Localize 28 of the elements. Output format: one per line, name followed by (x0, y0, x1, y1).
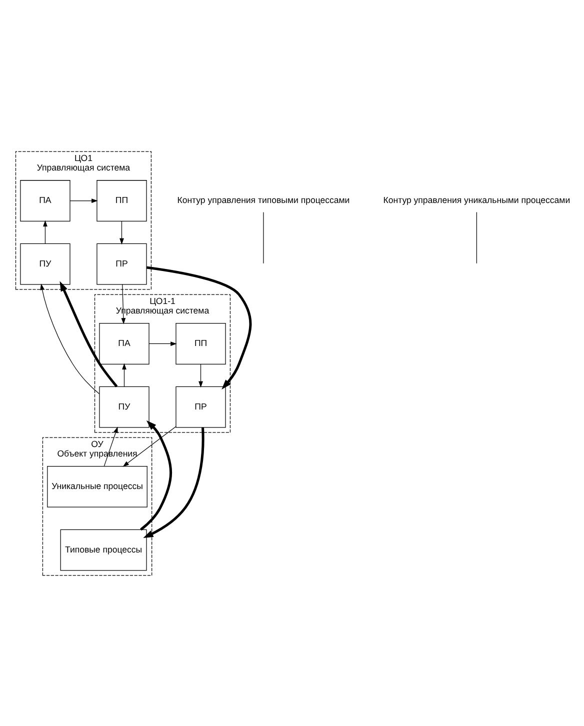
arrow (104, 426, 118, 466)
connector (263, 211, 264, 264)
arrow (40, 283, 100, 394)
node-box: ПА (20, 180, 70, 221)
node-box: ПА (99, 322, 150, 364)
node-box: Уникальные процессы (47, 466, 148, 507)
node-box: ПУ (20, 242, 70, 284)
node-box: ПП (96, 180, 147, 221)
node-text: Контур управления типовыми процессами (177, 194, 350, 205)
arrow (43, 220, 48, 244)
arrow (198, 363, 203, 388)
node-box: ПП (176, 322, 226, 364)
arrow (143, 427, 204, 538)
node-box: Типовые процессы (60, 528, 147, 570)
arrow (60, 280, 118, 387)
arrow (140, 420, 172, 530)
node-box: ПУ (99, 386, 150, 428)
arrow (146, 266, 252, 389)
node-box: ПР (96, 242, 147, 284)
node-box: ПР (176, 386, 226, 428)
node-text: Контур управления уникальными процессами (383, 194, 570, 205)
arrow (120, 220, 124, 244)
connector (476, 211, 477, 264)
arrow (122, 362, 126, 386)
arrow (122, 426, 176, 466)
arrow (70, 198, 98, 202)
arrow (148, 341, 177, 346)
arrow (121, 284, 126, 324)
